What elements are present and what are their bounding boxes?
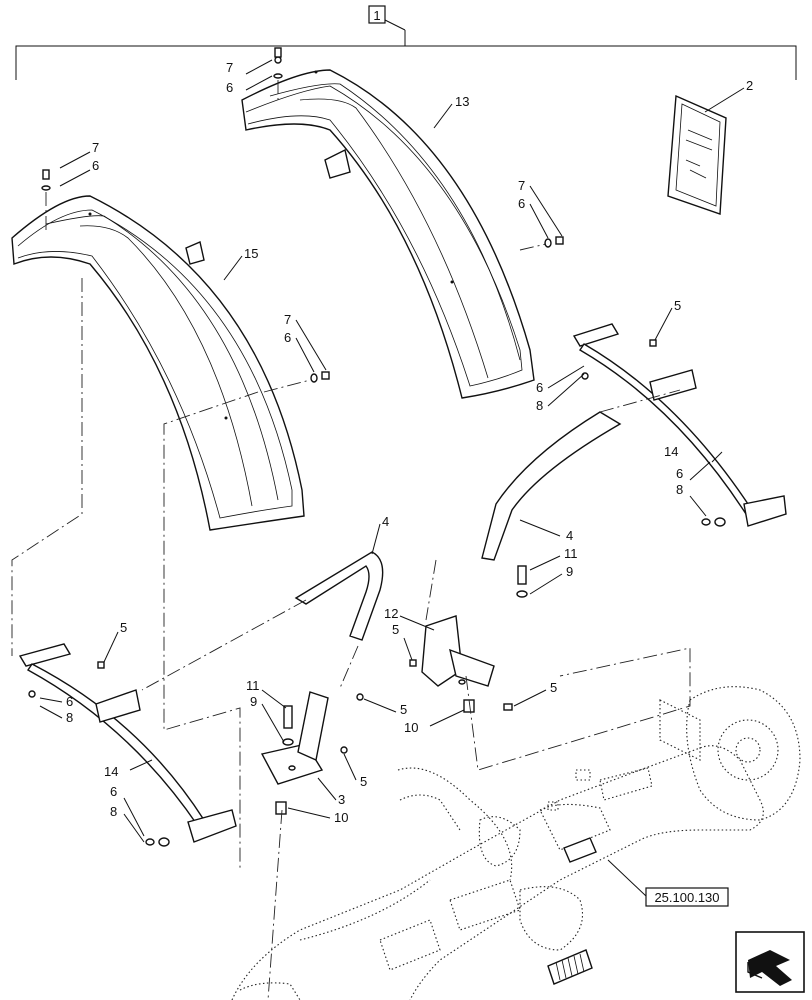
callout-13: 13	[455, 94, 469, 109]
callout-9b: 9	[566, 564, 573, 579]
fasteners-side-13: 7 6	[518, 178, 564, 251]
part-4-right-bracket: 4	[481, 411, 622, 561]
callout-7c: 7	[518, 178, 525, 193]
callout-7a: 7	[226, 60, 233, 75]
callout-14a: 14	[664, 444, 678, 459]
callout-6a: 6	[226, 80, 233, 95]
callout-3: 3	[338, 792, 345, 807]
callout-4a: 4	[566, 528, 573, 543]
callout-12: 12	[384, 606, 398, 621]
fasteners-top-15: 7 6	[41, 140, 99, 230]
axle-screw-detail	[547, 837, 597, 985]
callout-6e: 6	[536, 380, 543, 395]
callout-8d: 8	[110, 804, 117, 819]
callout-9a: 9	[250, 694, 257, 709]
callout-6c: 6	[518, 196, 525, 211]
alignment-lines	[11, 278, 691, 1000]
callout-5d: 5	[550, 680, 557, 695]
next-page-arrow-icon[interactable]	[735, 931, 805, 993]
callout-15: 15	[244, 246, 258, 261]
fasteners-top-13: 7 6	[226, 47, 283, 100]
callout-8a: 8	[536, 398, 543, 413]
callout-7b: 7	[92, 140, 99, 155]
reference-label: 25.100.130	[654, 890, 719, 905]
callout-5f: 5	[360, 774, 367, 789]
part-3-bracket: 11 9 5 5 3 10	[246, 678, 407, 825]
part-4-left-bracket: 4	[294, 514, 389, 641]
callout-6d: 6	[284, 330, 291, 345]
axle-housing	[231, 686, 801, 1000]
reference-25-100-130[interactable]: 25.100.130	[607, 859, 729, 907]
callout-10a: 10	[334, 810, 348, 825]
callout-6f: 6	[676, 466, 683, 481]
assembly-bracket: 1	[15, 5, 797, 80]
part-2-manual: 2	[667, 78, 753, 215]
callout-4b: 4	[382, 514, 389, 529]
callout-5a: 5	[674, 298, 681, 313]
part-14-right-arm: 5 6 8 6 8 14	[536, 298, 787, 527]
callout-5b: 5	[120, 620, 127, 635]
callout-5c: 5	[392, 622, 399, 637]
callout-14b: 14	[104, 764, 118, 779]
callout-11b: 11	[564, 546, 578, 561]
callout-5e: 5	[400, 702, 407, 717]
callout-8b: 8	[676, 482, 683, 497]
callout-10b: 10	[404, 720, 418, 735]
callout-7d: 7	[284, 312, 291, 327]
callout-6h: 6	[110, 784, 117, 799]
callout-2: 2	[746, 78, 753, 93]
part-12-bracket: 12 5 11 9 5 10	[384, 546, 578, 735]
part-15-fender: 15	[11, 195, 305, 531]
part-14-left-arm: 5 6 8 6 8 14	[18, 620, 237, 847]
callout-11a: 11	[246, 678, 260, 693]
callout-6g: 6	[66, 694, 73, 709]
part-13-fender: 13	[241, 69, 535, 399]
callout-8c: 8	[66, 710, 73, 725]
assembly-label: 1	[373, 8, 380, 23]
callout-6b: 6	[92, 158, 99, 173]
fasteners-side-15: 7 6	[263, 312, 330, 393]
